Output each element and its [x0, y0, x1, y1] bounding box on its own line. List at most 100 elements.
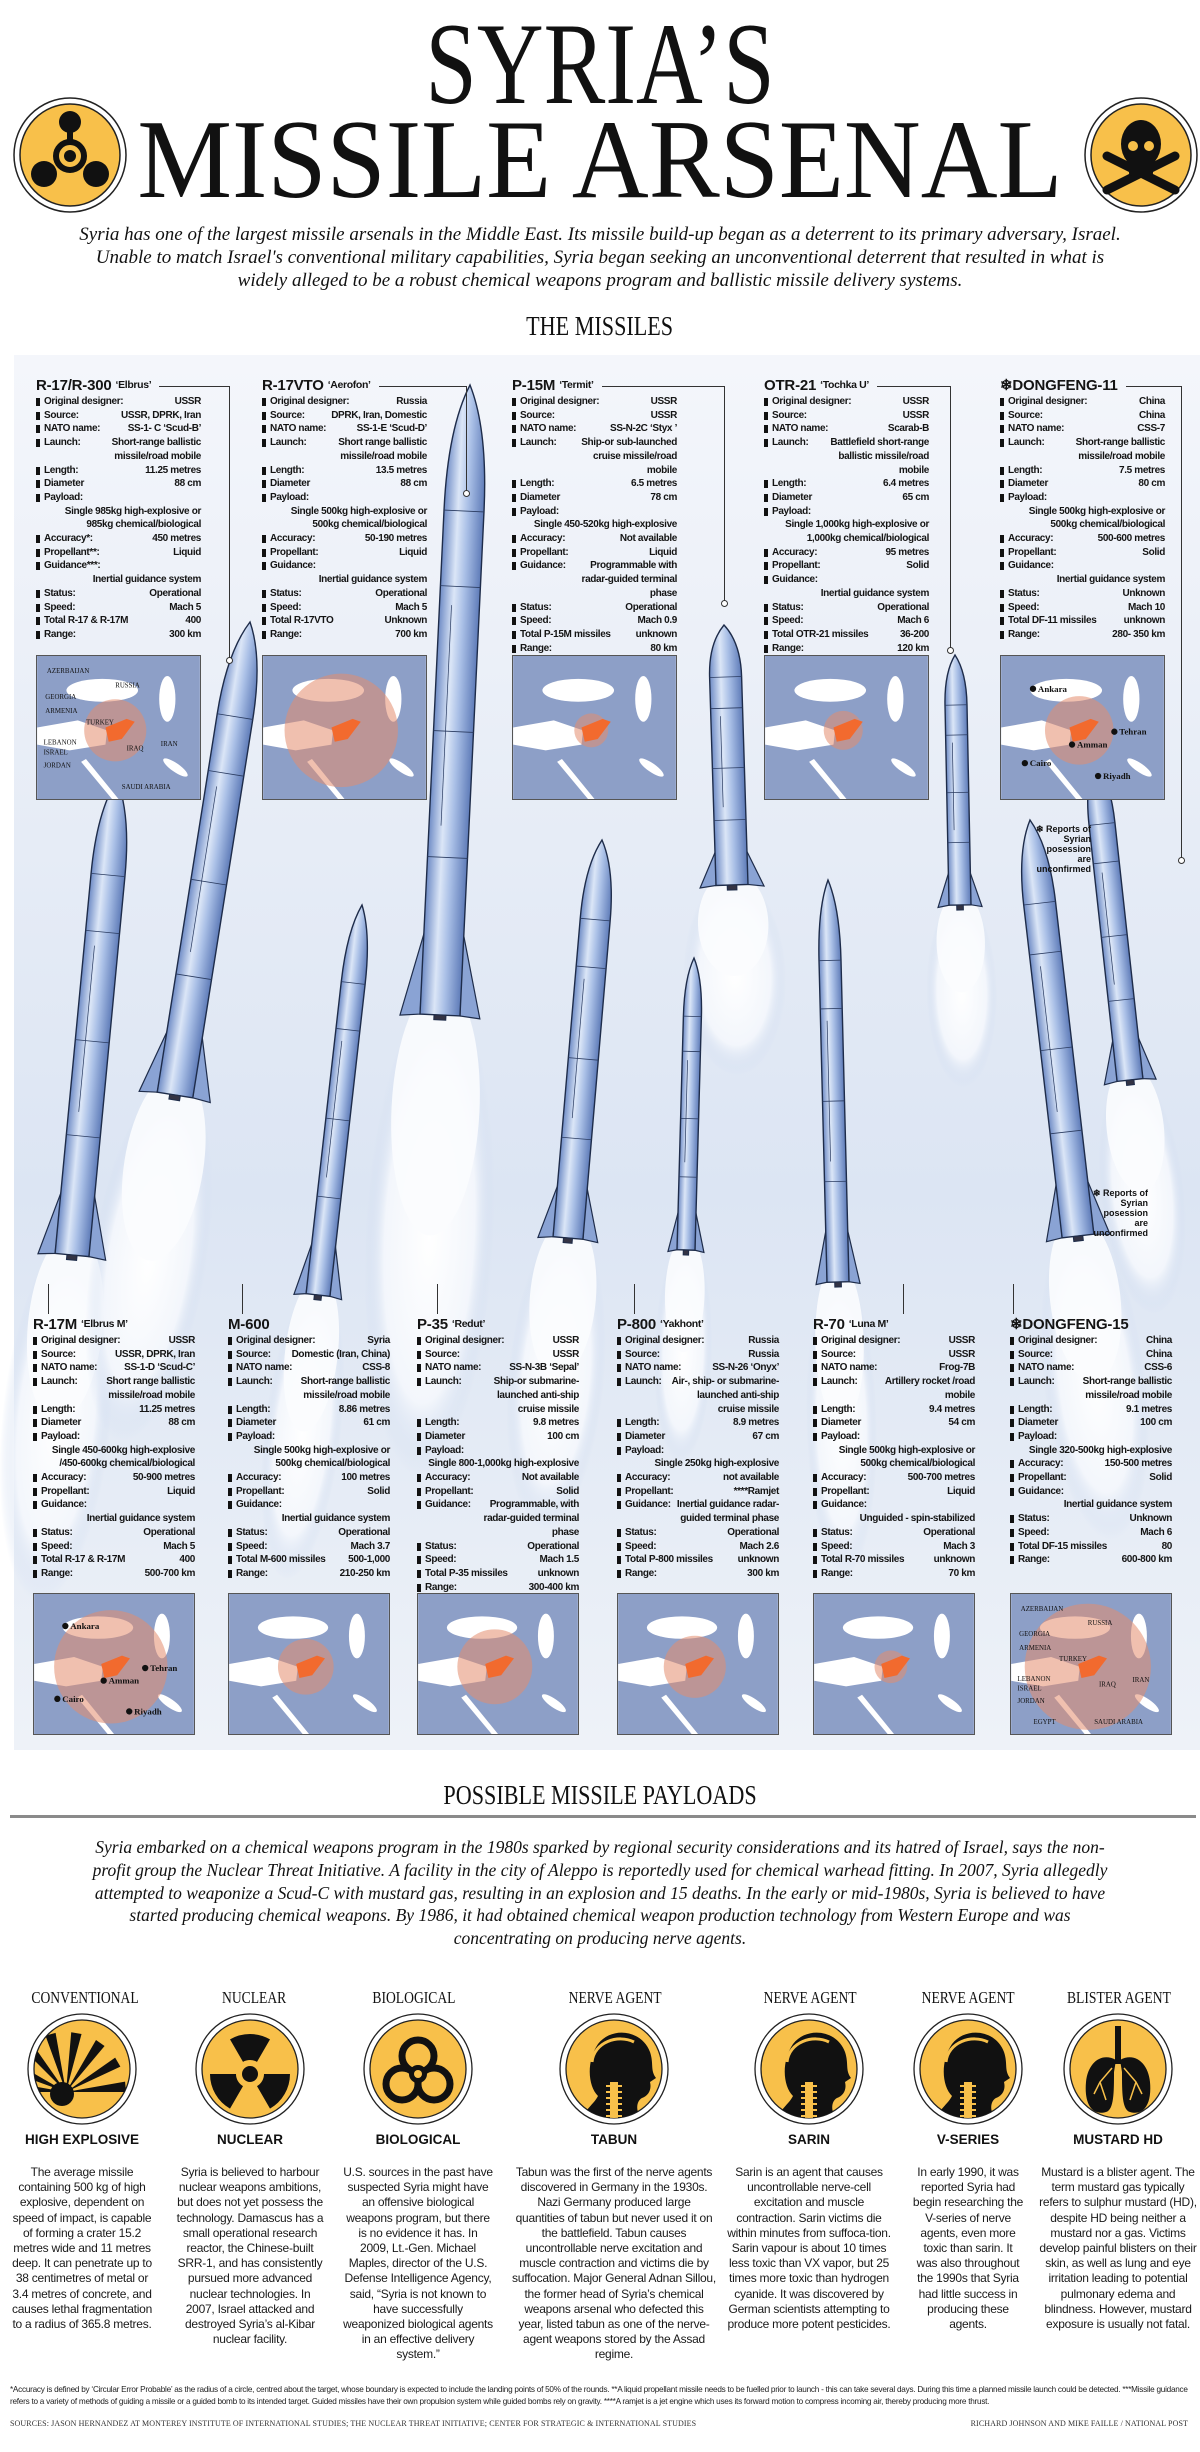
spec-row: Source:China: [1000, 409, 1165, 423]
spec-label: Original designer:: [417, 1334, 505, 1348]
spec-label: Launch:: [1000, 436, 1045, 463]
spec-value: 80 cm: [1138, 478, 1165, 490]
spec-value: 36-200: [899, 628, 929, 640]
payload-category-text: CONVENTIONAL: [31, 1988, 139, 2007]
spec-value: 300-400 km: [528, 1581, 580, 1593]
spec-label: Original designer:: [813, 1334, 901, 1348]
spec-value: 88 cm: [174, 478, 201, 490]
spec-label: Range:: [1010, 1553, 1050, 1567]
spec-label: Propellant:: [228, 1485, 285, 1499]
spec-label: Diameter: [813, 1416, 861, 1430]
payloads-intro-line: concentrating on producing nerve agents.: [453, 1928, 747, 1949]
spec-value: Programmable, with radar-guided terminal…: [483, 1499, 580, 1538]
spec-row: Accuracy*:450 metres: [36, 532, 201, 546]
spec-row: Propellant:Liquid: [33, 1485, 195, 1499]
spec-label: Status:: [764, 601, 804, 615]
page-title-line1: SYRIA’S: [0, 6, 1200, 123]
spec-value: Mach 5: [395, 601, 427, 613]
spec-value: 400: [179, 1554, 195, 1566]
spec-value: USSR: [650, 409, 678, 421]
payload-category-text: BLISTER AGENT: [1067, 1988, 1171, 2007]
spec-row: Source:China: [1010, 1348, 1172, 1362]
spec-label: Payload:: [33, 1430, 80, 1444]
spec-row: Status:Operational: [764, 601, 929, 615]
leader-line-vertical: [437, 1284, 438, 1314]
spec-value: 11.25 metres: [145, 464, 201, 476]
spec-label: Diameter: [512, 491, 560, 505]
spec-label: NATO name:: [617, 1361, 681, 1375]
spec-label: Guidance:: [512, 559, 566, 600]
spec-row: Source:USSR: [512, 409, 677, 423]
spec-value: SS-N-26 ‘Onyx’: [712, 1362, 779, 1374]
spec-value: CSS-7: [1137, 423, 1165, 435]
intro-line-2: Unable to match Israel's conventional mi…: [95, 247, 1105, 268]
map-label: Tehran: [150, 1663, 177, 1673]
head-nerve-icon: [753, 2012, 865, 2126]
spec-value: SS-1- C ‘Scud-B’: [127, 423, 202, 435]
spec-row: Status:Operational: [33, 1526, 195, 1540]
map-label: LEBANON: [1018, 1676, 1051, 1683]
spec-row: Accuracy:50-900 metres: [33, 1471, 195, 1485]
map-label: Cairo: [62, 1694, 84, 1704]
map-label: Ankara: [1038, 684, 1068, 694]
spec-row: Guidance:: [33, 1498, 195, 1512]
spec-label: Payload:: [617, 1444, 664, 1458]
spec-value: Air-, ship- or submarine-launched anti-s…: [671, 1376, 780, 1415]
spec-label: Status:: [417, 1540, 457, 1554]
leader-line-vertical: [950, 386, 951, 650]
leader-line-vertical: [903, 1284, 904, 1314]
missile-title: R-17/R-300‘Elbrus’: [36, 377, 229, 395]
spec-row: NATO name:CSS-6: [1010, 1361, 1172, 1375]
spec-value: Inertial guidance radar-guided terminal …: [676, 1499, 780, 1525]
spec-row: Payload:: [417, 1444, 579, 1458]
spec-value: Single 500kg high-explosive or 500kg che…: [290, 505, 428, 531]
spec-label: Total R-17VTO: [262, 614, 334, 628]
spec-value: CSS-6: [1144, 1362, 1172, 1374]
syria-shape: [105, 718, 135, 742]
spec-label: Propellant:: [813, 1485, 870, 1499]
spec-row: Propellant:Solid: [764, 559, 929, 573]
payload-category-text: NUCLEAR: [221, 1988, 287, 2007]
spec-label: Range:: [33, 1567, 73, 1581]
range-map: AZERBAIJANRUSSIAGEORGIAARMENIATURKEYLEBA…: [1010, 1593, 1172, 1735]
spec-row: Launch:Battlefield short-range ballistic…: [764, 436, 929, 477]
spec-label: Speed:: [512, 614, 552, 628]
spec-label: Propellant:: [262, 546, 319, 560]
spec-row: Propellant:Liquid: [813, 1485, 975, 1499]
payloads-heading: POSSIBLE MISSILE PAYLOADS: [0, 1782, 1200, 1809]
spec-row: Length:7.5 metres: [1000, 464, 1165, 478]
spec-label: Payload:: [36, 491, 83, 505]
spec-value: Mach 5: [169, 601, 201, 613]
range-map: [228, 1593, 390, 1735]
spec-label: Accuracy:: [512, 532, 566, 546]
missile-name: R-17VTO: [262, 377, 324, 395]
spec-label: Propellant**:: [36, 546, 100, 560]
spec-label: NATO name:: [33, 1361, 97, 1375]
spec-label: Speed:: [813, 1540, 853, 1554]
spec-row: Speed:Mach 5: [262, 601, 427, 615]
missile-title: R-17M‘Elbrus M’: [33, 1316, 195, 1334]
spec-row: Accuracy:500-700 metres: [813, 1471, 975, 1485]
spec-value: Single 250kg high-explosive: [654, 1458, 780, 1470]
spec-label: Guidance:: [1000, 559, 1054, 573]
spec-value: 100 metres: [341, 1472, 390, 1484]
spec-row: Range:280- 350 km: [1000, 628, 1165, 642]
payload-category: NERVE AGENT: [888, 1988, 1048, 2008]
map-label: JORDAN: [1018, 1698, 1045, 1705]
spec-label: NATO name:: [262, 422, 326, 436]
spec-value: ****Ramjet: [733, 1485, 780, 1497]
map-label: IRAN: [1133, 1677, 1150, 1684]
spec-value: 450 metres: [152, 533, 201, 545]
head-nerve-icon: [558, 2012, 670, 2126]
map-label: IRAN: [161, 741, 178, 748]
leader-line-vertical: [242, 1284, 243, 1314]
missile-name: OTR-21: [764, 377, 817, 395]
